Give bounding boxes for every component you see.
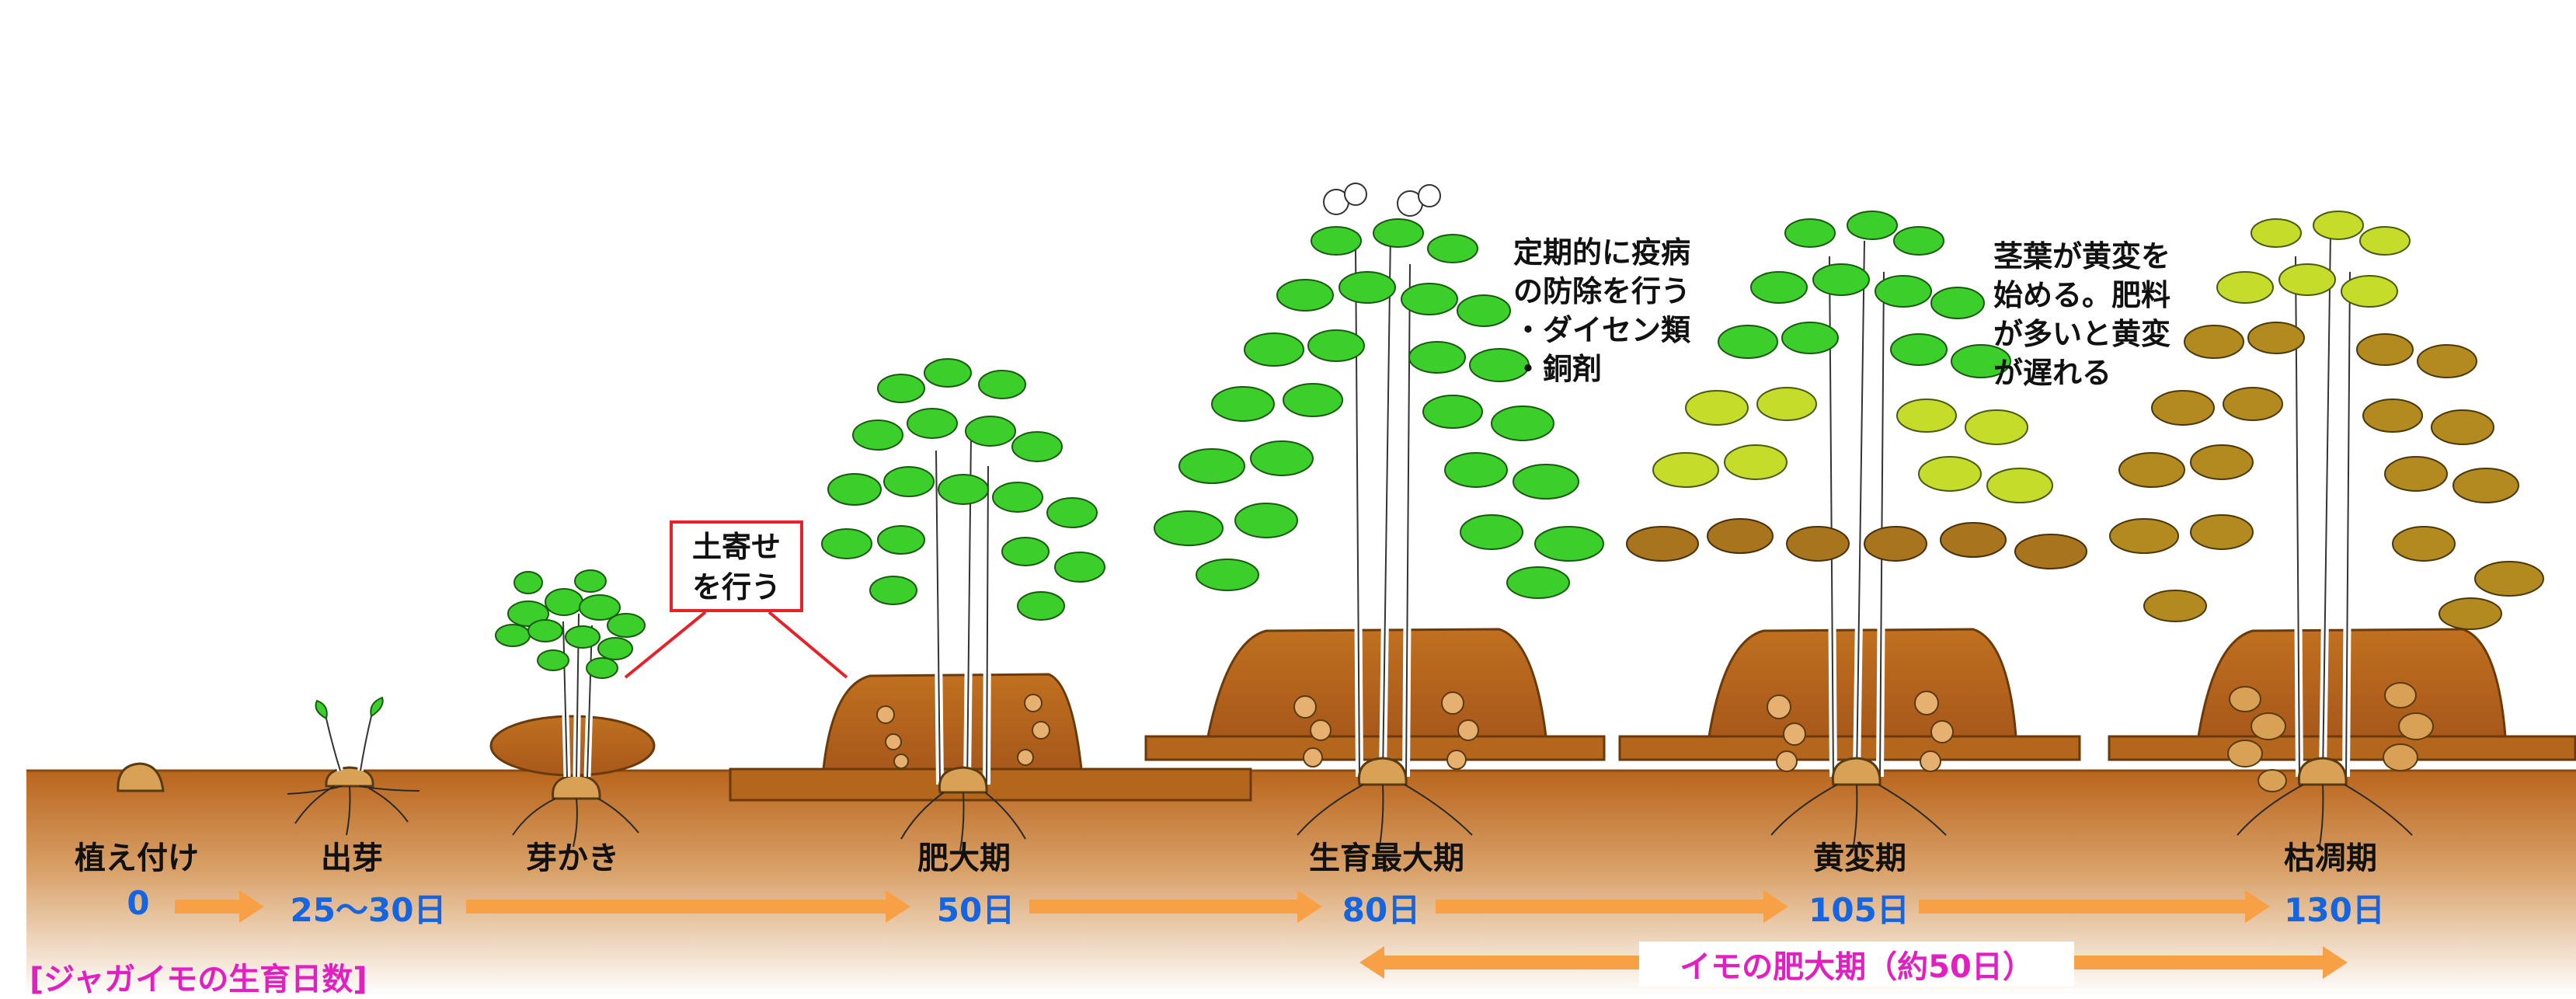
stage-label-planting: 植え付け <box>75 841 199 876</box>
withering-stage <box>2108 211 2576 851</box>
callout-pointer <box>624 611 848 679</box>
timeline-arrows <box>175 890 2270 923</box>
note-line: の防除を行う <box>1513 274 1691 308</box>
note-line: が遅れる <box>1993 356 2112 390</box>
stage-label-enlargement: 肥大期 <box>917 841 1011 876</box>
note-line: ・ダイセン類 <box>1513 313 1691 347</box>
note-line: 茎葉が黄変を <box>1993 239 2171 273</box>
day-label-withering: 130日 <box>2284 891 2385 929</box>
note-line: が多いと黄変 <box>1993 317 2171 351</box>
hilling-callout: 土寄せ を行う <box>670 520 803 612</box>
note-line: 定期的に疫病 <box>1513 235 1691 270</box>
callout-line-1: 土寄せ <box>691 530 781 564</box>
callout-line-2: を行う <box>691 570 781 604</box>
disease-control-note: 定期的に疫病 の防除を行う ・ダイセン類 ・銅剤 <box>1513 233 1690 388</box>
enlargement-stage <box>729 358 1252 851</box>
day-label-yellowing: 105日 <box>1808 891 1909 929</box>
diagram-caption: [ジャガイモの生育日数] <box>30 962 367 997</box>
stage-label-sprouting: 出芽 <box>321 841 383 876</box>
day-label-enlargement: 50日 <box>936 891 1015 929</box>
max-growth-stage <box>1144 183 1606 851</box>
day-label-sprouting: 25〜30日 <box>290 891 447 929</box>
stage-label-thinning: 芽かき <box>526 841 619 876</box>
note-line: ・銅剤 <box>1513 352 1603 386</box>
day-label-max-growth: 80日 <box>1342 891 1421 929</box>
tuber-period-label: イモの肥大期（約50日） <box>1639 942 2074 987</box>
thinning-stage <box>489 569 656 848</box>
seed-potato <box>117 762 165 792</box>
stage-label-yellowing: 黄変期 <box>1813 841 1906 876</box>
yellowing-note: 茎葉が黄変を 始める。肥料 が多いと黄変 が遅れる <box>1993 237 2170 392</box>
note-line: 始める。肥料 <box>1993 278 2171 312</box>
day-label-planting: 0 <box>127 884 150 922</box>
stage-label-max-growth: 生育最大期 <box>1309 841 1464 876</box>
yellowing-stage <box>1618 211 2087 851</box>
stage-label-withering: 枯凋期 <box>2284 841 2377 876</box>
sprout-stage <box>287 696 420 836</box>
